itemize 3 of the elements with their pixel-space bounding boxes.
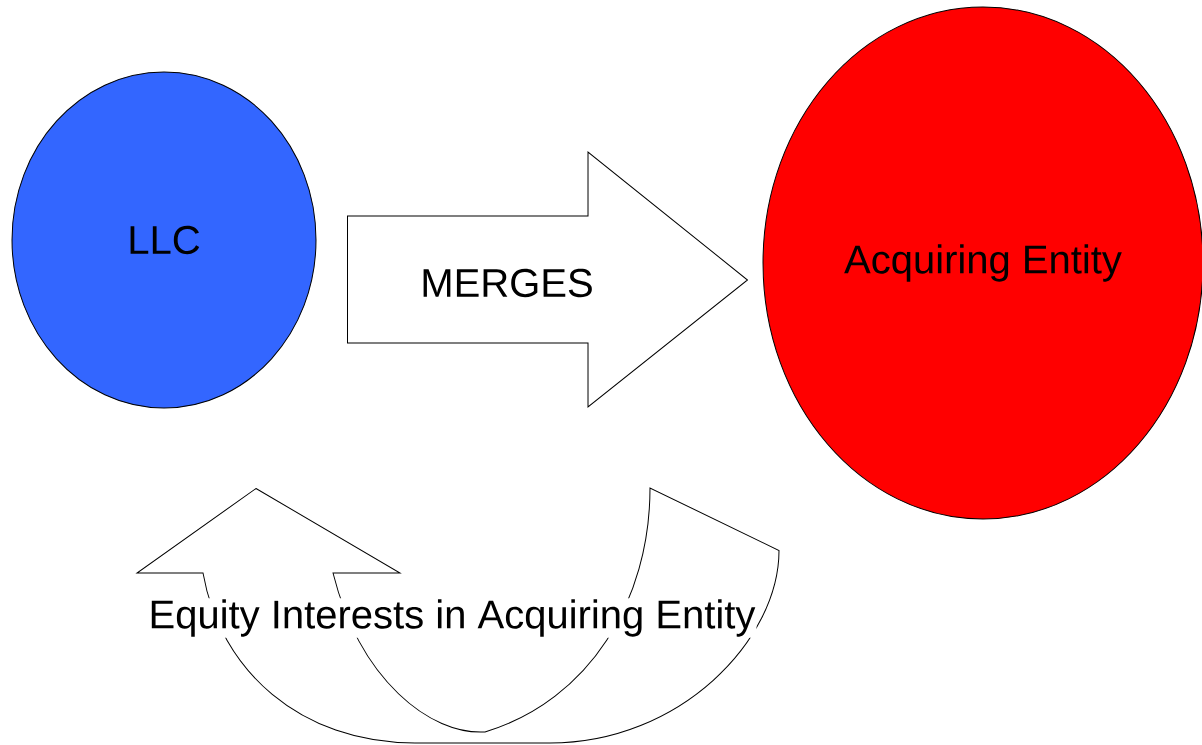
- edge-label: Equity Interests in Acquiring Entity: [147, 598, 757, 638]
- edge-label: MERGES: [423, 268, 592, 298]
- block-arrow: [347, 151, 748, 408]
